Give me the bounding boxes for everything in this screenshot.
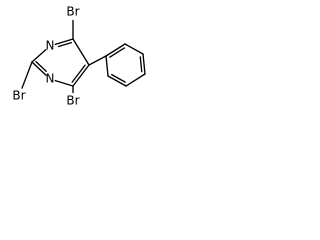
atom-label-layer: N N Br Br Br <box>12 5 79 108</box>
bond-p3-p4-double <box>139 56 143 73</box>
bond-c6-n1 <box>54 38 74 46</box>
molecule-canvas: N N Br Br Br <box>0 0 178 120</box>
bond-p1-p2-double <box>109 47 126 58</box>
chemical-structure-diagram: N N Br Br Br <box>12 5 146 108</box>
bond-c4-c5 <box>72 64 90 87</box>
bond-p1-p2 <box>105 43 126 57</box>
atom-label-br2: Br <box>12 89 25 103</box>
bond-p4-p5 <box>125 73 146 87</box>
atom-label-n3: N <box>46 72 55 86</box>
bond-c6-n1-double <box>57 41 73 48</box>
bond-layer <box>21 19 146 94</box>
bond-c2-n3-double <box>35 60 47 72</box>
bond-p6-p1 <box>105 55 109 77</box>
bond-c2-br2 <box>21 61 33 89</box>
atom-label-n1: N <box>46 39 55 53</box>
bond-c5-p1 <box>88 55 107 66</box>
atom-label-br4: Br <box>66 94 79 108</box>
bond-c2-n1 <box>31 48 47 63</box>
bond-c4-c5-double <box>71 64 86 83</box>
bond-c5-c6 <box>72 38 90 66</box>
bond-p5-p6-double <box>111 73 126 83</box>
bond-p3-p4 <box>142 53 146 75</box>
bond-p5-p6 <box>107 75 127 87</box>
bond-c2-n3 <box>31 61 47 76</box>
atom-label-br6: Br <box>66 5 79 19</box>
bond-n3-c4 <box>54 79 74 87</box>
bond-p2-p3 <box>124 43 144 55</box>
